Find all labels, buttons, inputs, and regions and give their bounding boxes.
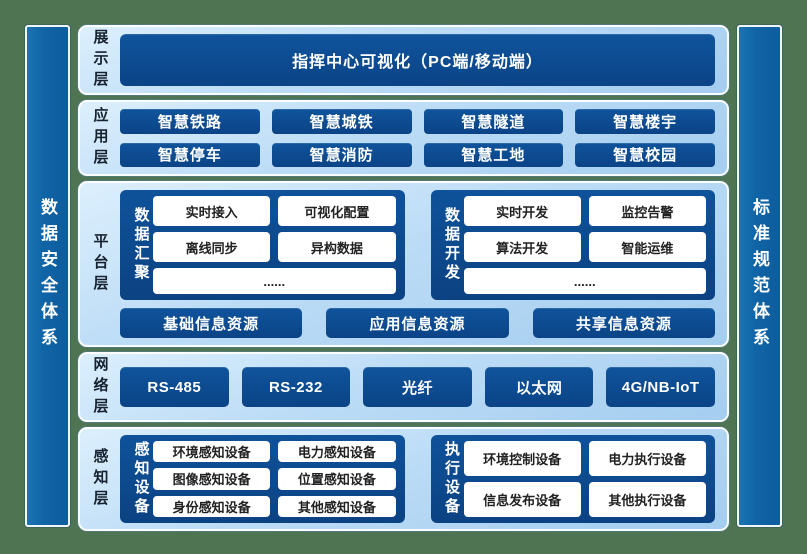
pillar-standards-spec-label: 标准规范体系 (750, 198, 769, 354)
device-chip: 其他感知设备 (278, 495, 396, 517)
execution-device-chips: 环境控制设备 电力执行设备 信息发布设备 其他执行设备 (463, 441, 706, 517)
protocol-block: 4G/NB-IoT (606, 367, 715, 407)
app-block: 智慧消防 (271, 142, 412, 167)
layer-perception-content: 感知设备 环境感知设备 电力感知设备 图像感知设备 位置感知设备 身份感知设备 … (120, 429, 727, 529)
protocol-block: RS-232 (241, 367, 351, 407)
capability-chip: 可视化配置 (278, 196, 396, 226)
group-data-development-label-column: 数据开发 (440, 196, 464, 294)
app-block: 智慧隧道 (423, 109, 564, 134)
data-development-chips: 实时开发 监控告警 算法开发 智能运维 ...... (463, 196, 706, 294)
command-center-visualization-block: 指挥中心可视化（PC端/移动端） (120, 34, 715, 86)
device-chip: 环境控制设备 (463, 441, 581, 476)
layer-perception-label-column: 感知层 (80, 429, 120, 529)
app-block: 智慧停车 (120, 142, 260, 167)
more-chip: ...... (463, 268, 706, 294)
layer-application-label-column: 应用层 (80, 102, 120, 174)
layer-display-label: 展示层 (91, 28, 109, 92)
sensing-device-chips: 环境感知设备 电力感知设备 图像感知设备 位置感知设备 身份感知设备 其他感知设… (153, 441, 396, 517)
protocol-block: 光纤 (363, 367, 472, 407)
layer-application-content: 智慧铁路 智慧城铁 智慧隧道 智慧楼宇 智慧停车 智慧消防 智慧工地 智慧校园 (120, 102, 727, 174)
capability-chip: 算法开发 (463, 232, 581, 262)
device-chip: 信息发布设备 (463, 482, 581, 517)
app-block: 智慧城铁 (271, 109, 412, 134)
group-data-development: 数据开发 实时开发 监控告警 算法开发 智能运维 ...... (430, 190, 715, 300)
layer-platform-content: 数据汇聚 实时接入 可视化配置 离线同步 异构数据 ...... 数据开发 (120, 183, 727, 345)
application-grid: 智慧铁路 智慧城铁 智慧隧道 智慧楼宇 智慧停车 智慧消防 智慧工地 智慧校园 (120, 109, 715, 167)
protocol-block: RS-485 (120, 367, 229, 407)
group-execution-devices: 执行设备 环境控制设备 电力执行设备 信息发布设备 其他执行设备 (430, 435, 715, 523)
pillar-data-security: 数据安全体系 (25, 25, 70, 527)
layer-network: 网络层 RS-485 RS-232 光纤 以太网 4G/NB-IoT (78, 352, 729, 422)
capability-chip: 离线同步 (153, 232, 271, 262)
more-chip: ...... (153, 268, 396, 294)
layer-display: 展示层 指挥中心可视化（PC端/移动端） (78, 25, 729, 95)
device-chip: 其他执行设备 (588, 482, 706, 517)
layer-platform-label: 平台层 (91, 232, 109, 296)
pillar-data-security-label: 数据安全体系 (38, 198, 57, 354)
resource-block: 基础信息资源 (120, 308, 303, 338)
information-resources-row: 基础信息资源 应用信息资源 共享信息资源 (120, 308, 715, 338)
group-sensing-devices: 感知设备 环境感知设备 电力感知设备 图像感知设备 位置感知设备 身份感知设备 … (120, 435, 405, 523)
device-chip: 位置感知设备 (278, 468, 396, 490)
group-data-aggregation-label: 数据汇聚 (132, 207, 150, 283)
device-chip: 身份感知设备 (153, 495, 271, 517)
app-block: 智慧校园 (575, 142, 715, 167)
platform-groups: 数据汇聚 实时接入 可视化配置 离线同步 异构数据 ...... 数据开发 (120, 190, 715, 300)
layer-application: 应用层 智慧铁路 智慧城铁 智慧隧道 智慧楼宇 智慧停车 智慧消防 智慧工地 智… (78, 100, 729, 176)
app-block: 智慧工地 (423, 142, 564, 167)
layer-network-label: 网络层 (91, 355, 109, 419)
group-sensing-devices-label-column: 感知设备 (129, 441, 153, 517)
perception-groups: 感知设备 环境感知设备 电力感知设备 图像感知设备 位置感知设备 身份感知设备 … (120, 435, 715, 523)
data-aggregation-chips: 实时接入 可视化配置 离线同步 异构数据 ...... (153, 196, 396, 294)
layer-stack: 展示层 指挥中心可视化（PC端/移动端） 应用层 智慧铁路 智慧城铁 智慧隧道 … (78, 25, 729, 531)
app-block: 智慧铁路 (120, 109, 260, 134)
group-execution-devices-label-column: 执行设备 (440, 441, 464, 517)
pillar-standards-spec: 标准规范体系 (737, 25, 782, 527)
layer-application-label: 应用层 (91, 106, 109, 170)
layer-platform: 平台层 数据汇聚 实时接入 可视化配置 离线同步 异构数据 ...... (78, 181, 729, 347)
device-chip: 环境感知设备 (153, 441, 271, 463)
protocol-block: 以太网 (484, 367, 594, 407)
device-chip: 电力执行设备 (588, 441, 706, 476)
group-execution-devices-label: 执行设备 (443, 441, 460, 517)
app-block: 智慧楼宇 (575, 109, 715, 134)
resource-block: 应用信息资源 (326, 308, 509, 338)
capability-chip: 实时接入 (153, 196, 271, 226)
layer-perception: 感知层 感知设备 环境感知设备 电力感知设备 图像感知设备 位置感知设备 身份感… (78, 427, 729, 531)
capability-chip: 异构数据 (278, 232, 396, 262)
group-sensing-devices-label: 感知设备 (132, 441, 150, 517)
group-data-aggregation-label-column: 数据汇聚 (129, 196, 153, 294)
layer-network-label-column: 网络层 (80, 354, 120, 420)
layer-display-label-column: 展示层 (80, 27, 120, 93)
device-chip: 图像感知设备 (153, 468, 271, 490)
layer-platform-label-column: 平台层 (80, 183, 120, 345)
layer-network-content: RS-485 RS-232 光纤 以太网 4G/NB-IoT (120, 354, 727, 420)
protocol-row: RS-485 RS-232 光纤 以太网 4G/NB-IoT (120, 367, 715, 407)
device-chip: 电力感知设备 (278, 441, 396, 463)
capability-chip: 智能运维 (588, 232, 706, 262)
group-data-development-label: 数据开发 (443, 207, 460, 283)
resource-block: 共享信息资源 (532, 308, 715, 338)
layer-display-content: 指挥中心可视化（PC端/移动端） (120, 27, 727, 93)
capability-chip: 实时开发 (463, 196, 581, 226)
layer-perception-label: 感知层 (91, 447, 109, 511)
capability-chip: 监控告警 (588, 196, 706, 226)
group-data-aggregation: 数据汇聚 实时接入 可视化配置 离线同步 异构数据 ...... (120, 190, 405, 300)
